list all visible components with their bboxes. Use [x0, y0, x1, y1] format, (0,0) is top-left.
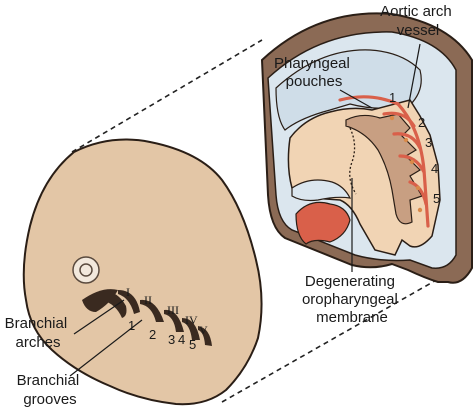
- arch-roman-2: II: [144, 293, 152, 307]
- leader-grooves: [69, 319, 143, 377]
- branchial-grooves: [98, 290, 212, 346]
- groove-num-1: 1: [128, 318, 135, 333]
- stomodeum: [291, 179, 352, 202]
- pouch-num-5: 5: [433, 191, 440, 206]
- label-branchial-arches: Branchial arches: [5, 315, 72, 351]
- dorsal-aorta: [396, 102, 430, 228]
- pharyngeal-canal: [345, 113, 423, 225]
- leader-aortic: [407, 43, 421, 109]
- groove-num-2: 2: [149, 327, 156, 342]
- groove-3: [164, 309, 184, 332]
- groove-num-5: 5: [189, 337, 196, 352]
- arch-roman-3: III: [167, 303, 179, 317]
- arch-roman-1: I: [126, 285, 130, 299]
- groove-4: [182, 318, 200, 340]
- aortic-arch-1: [338, 95, 400, 106]
- pouch-num-4: 4: [431, 161, 438, 176]
- arch-roman-5: V: [199, 323, 208, 337]
- embryo-body: [22, 138, 263, 406]
- label-pharyngeal-pouches: Pharyngeal pouches: [274, 55, 354, 90]
- cross-section: 1 2 3 4 5: [260, 12, 473, 284]
- pouch-num-2: 2: [418, 115, 425, 130]
- pouch-num-3: 3: [425, 135, 432, 150]
- label-branchial-grooves: Branchial grooves: [17, 372, 84, 408]
- arch-roman-4: IV: [185, 313, 198, 327]
- projection-line-bottom: [221, 261, 469, 403]
- heart: [295, 201, 351, 245]
- groove-1: [98, 291, 127, 318]
- groove-1b: [118, 290, 140, 314]
- leader-arches: [73, 299, 125, 335]
- groove-5: [198, 326, 212, 346]
- pouch-num-1: 1: [389, 90, 396, 105]
- groove-2: [140, 299, 164, 322]
- embryo: I II III IV V 1 2 3 4 5: [22, 138, 263, 406]
- label-degenerating-membrane: Degenerating oropharyngeal membrane: [302, 273, 402, 326]
- label-aortic-arch: Aortic arch vessel: [380, 3, 456, 39]
- leader-pouches: [339, 89, 373, 109]
- groove-num-4: 4: [178, 332, 185, 347]
- groove-num-3: 3: [168, 332, 175, 347]
- arch-dots: [389, 115, 423, 213]
- aortic-arches: [338, 95, 430, 228]
- projection-line-top: [71, 39, 263, 153]
- otic-disc: [72, 256, 100, 284]
